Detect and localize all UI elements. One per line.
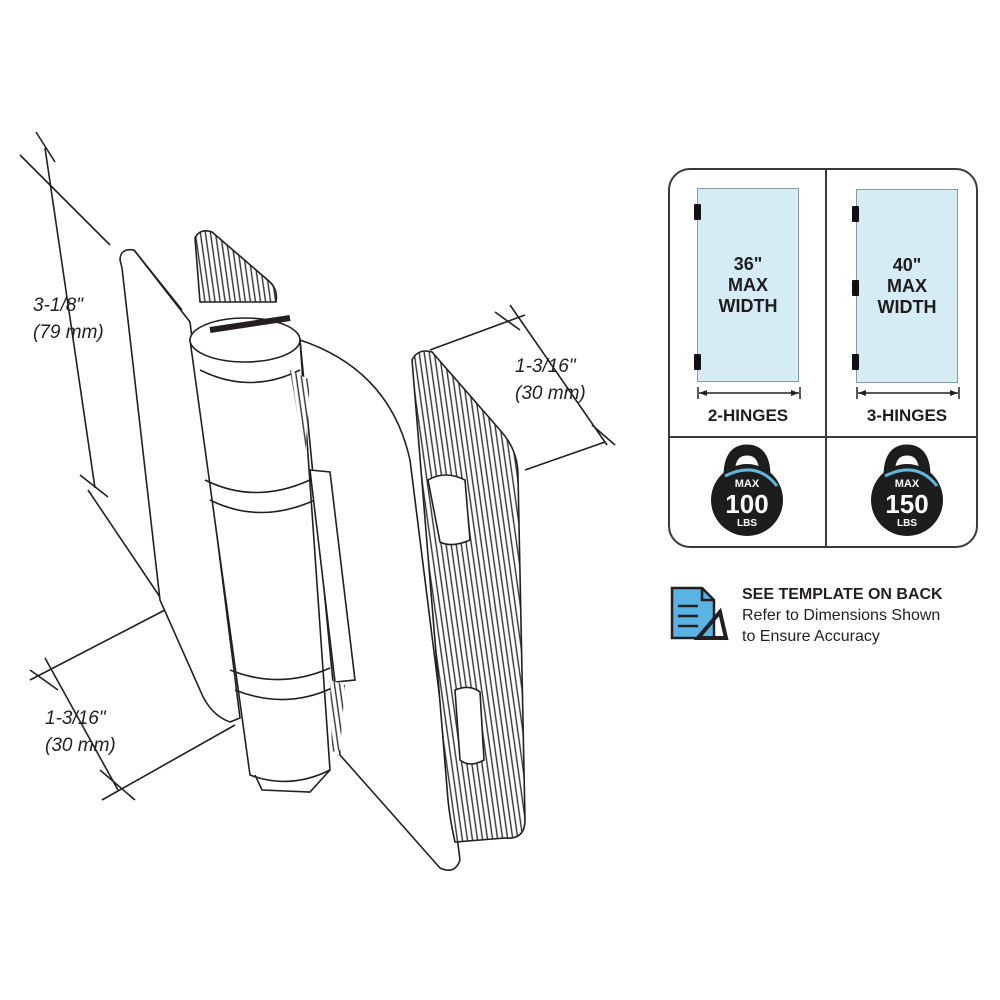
- width-label: WIDTH: [877, 296, 937, 317]
- barrel-sleeve: [309, 469, 356, 683]
- weight-150-icon: MAX 150 LBS: [867, 442, 947, 542]
- glass-panel-2-hinge: 36" MAX WIDTH: [697, 188, 799, 382]
- hinge-icon: [694, 354, 701, 370]
- weight-value: 150: [885, 489, 929, 519]
- height-dimension-label: 3-1/8" (79 mm): [33, 292, 104, 346]
- max-label: MAX: [887, 275, 927, 296]
- width-arrow-icon: [856, 387, 960, 399]
- width-arrow-icon: [697, 387, 801, 399]
- weight-value: 100: [725, 489, 769, 519]
- hinge-icon: [852, 280, 859, 296]
- plate-width-metric: (30 mm): [45, 735, 116, 756]
- dimension-lines: [19, 131, 616, 801]
- hinge-icon: [852, 206, 859, 222]
- plate-width-imperial: 1-3/16": [45, 708, 106, 729]
- template-note-line: Refer to Dimensions Shown: [742, 607, 941, 624]
- plate-depth-metric: (30 mm): [515, 383, 586, 404]
- glass-clamp-plate: [411, 350, 526, 843]
- document-template-icon: [670, 586, 729, 640]
- divider: [825, 170, 827, 546]
- glass-panel-3-hinge: 40" MAX WIDTH: [856, 189, 958, 383]
- plate-depth-dimension-label: 1-3/16" (30 mm): [515, 353, 586, 407]
- weight-max-label: MAX: [734, 478, 760, 490]
- max-width-value: 36": [733, 253, 763, 274]
- hinge-icon: [694, 204, 701, 220]
- hinge-count-label: 3-HINGES: [866, 406, 948, 425]
- weight-unit: LBS: [737, 518, 757, 529]
- height-imperial: 3-1/8": [33, 295, 84, 316]
- max-label: MAX: [728, 274, 768, 295]
- width-label: WIDTH: [718, 295, 778, 316]
- weight-100-icon: MAX 100 LBS: [707, 442, 787, 542]
- template-note: SEE TEMPLATE ON BACK Refer to Dimensions…: [742, 584, 943, 647]
- hinge-icon: [852, 354, 859, 370]
- divider: [670, 436, 976, 438]
- hinge-count-label: 2-HINGES: [707, 406, 789, 425]
- spec-panel: 36" MAX WIDTH 2-HINGES 40" MAX WIDTH 3-H…: [668, 168, 978, 548]
- weight-max-label: MAX: [894, 478, 920, 490]
- plate-depth-imperial: 1-3/16": [515, 356, 576, 377]
- rear-clamp-plate: [194, 230, 278, 303]
- template-note-line: to Ensure Accuracy: [742, 628, 880, 645]
- height-metric: (79 mm): [33, 322, 104, 343]
- plate-width-dimension-label: 1-3/16" (30 mm): [45, 705, 116, 759]
- wall-plate: [119, 248, 241, 723]
- weight-unit: LBS: [897, 518, 917, 529]
- max-width-value: 40": [892, 254, 922, 275]
- template-note-heading: SEE TEMPLATE ON BACK: [742, 586, 943, 603]
